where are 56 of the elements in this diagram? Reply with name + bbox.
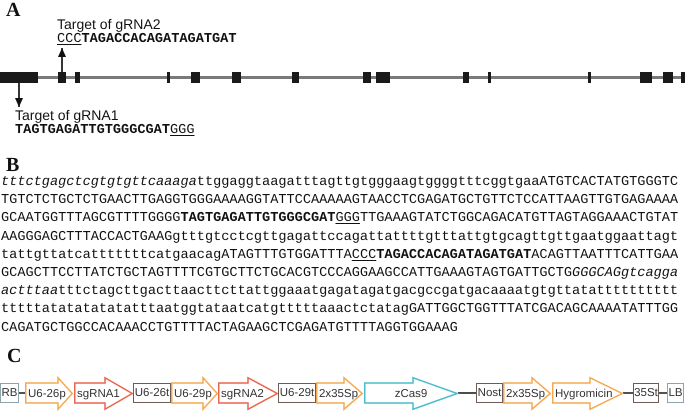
feature-block: Hygromicin: [552, 377, 623, 410]
feature-block: U6-26p: [25, 377, 73, 410]
exon-block: [588, 72, 591, 83]
exon-block: [663, 72, 673, 83]
intron-line: [241, 76, 292, 79]
connector-line: [623, 392, 633, 394]
exon-block: [292, 72, 299, 83]
target-heading: Target of gRNA1: [15, 107, 118, 123]
exon-block: [167, 72, 170, 83]
intron-line: [170, 76, 191, 79]
intron-line: [66, 76, 75, 79]
element-box: U6-29t: [278, 383, 316, 403]
exon-block: [640, 72, 652, 83]
panel-letter: C: [7, 346, 22, 366]
intron-line: [80, 76, 167, 79]
element-box: 35St: [633, 383, 659, 403]
feature-block: U6-29p: [171, 377, 218, 410]
exon-block: [58, 72, 66, 83]
intron-line: [390, 76, 463, 79]
target-heading: Target of gRNA2: [57, 16, 160, 32]
connector-line: [659, 392, 667, 394]
target-sequence: CCCTAGACCACAGATAGATGAT: [57, 32, 236, 48]
exon-block: [363, 72, 371, 83]
intron-line: [491, 76, 588, 79]
element-box: U6-26t: [133, 383, 171, 403]
feature-block: sgRNA2: [218, 377, 278, 410]
connector-line: [458, 392, 476, 394]
exon-block: [191, 72, 200, 83]
element-box: RB: [0, 383, 19, 403]
intron-line: [371, 76, 376, 79]
intron-line: [591, 76, 640, 79]
intron-line: [652, 76, 663, 79]
arrow: [14, 83, 24, 107]
intron-line: [200, 76, 232, 79]
feature-block: 2x35Sp: [316, 377, 363, 410]
exon-block: [75, 72, 80, 83]
panel-letter: A: [6, 0, 20, 20]
intron-line: [38, 76, 58, 79]
element-box: Nost: [476, 383, 503, 403]
target-sequence: TAGTGAGATTGTGGGCGATGGG: [15, 123, 194, 139]
feature-block: 2x35Sp: [503, 377, 551, 410]
exon-block: [232, 72, 241, 83]
connector-line: [19, 392, 25, 394]
dna-sequence: tttctgagctcgtgtgttcaaagattggaggtaagatttagttgtgggaagtggggtttcggtgaaATGTCACTATGTGGGTCTGTCTCTGCTCTGAACTTGAGGTGGGAAAAGGTATTCCAAAAAGTAACCTCGAGATGCTGTTCTCCATTAAGTTGTGAGAAAAGCAATGGTTTAGCGTTTTGGGGTAGTGAGATTGTGGGCGATGGGTTGAAAGTATCTGGCAGACATGTTAGTAGGAAACTGTATAAGGGAGCTTTACCACTGAAGgtttgtcctcgttgagattccagattattttgtttattgtgcagttgttgaatggaattagttattgttatcatttttttcatgaacagATAGTTTGTGGATTTACCCTAGACCACAGATAGATGATACAGTTAATTTCATTGAAGCAGCTTCCTTATCTGCTAGTTTTCGTGCTTCTGCACGTCCCAGGAAGCCATTGAAAGTAGTGATTGCTGGGGCAGgtcaggaactttaatttctagcttgacttaacttcttattggaaatgagatagatgacgccgatgacaaaatgtgttatatttttttttttttttatatatatatatttaatggtataatcatgtttttaaactctatagGATTGGCTGGTTTATCGACAGCAAAATATTTGGCAGATGCTGGCCACAAACCTGTTTTACTAGAAGCTCGAGATGTTTTAGGTGGAAAG: [1, 174, 680, 338]
exon-block: [488, 72, 491, 83]
intron-line: [299, 76, 363, 79]
intron-line: [673, 76, 681, 79]
intron-line: [469, 76, 488, 79]
exon-block: [463, 72, 469, 83]
exon-block: [0, 72, 38, 83]
feature-block: zCas9: [364, 377, 458, 410]
element-box: LB: [667, 383, 684, 403]
exon-block: [376, 72, 390, 83]
arrow: [58, 48, 66, 72]
feature-block: sgRNA1: [74, 377, 133, 410]
panel-letter: B: [6, 155, 20, 175]
